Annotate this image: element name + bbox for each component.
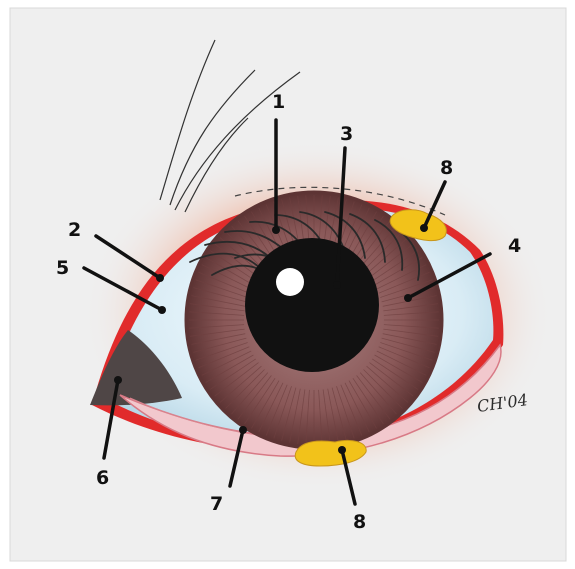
label-8-upper: 8 xyxy=(440,157,453,179)
label-8-lower: 8 xyxy=(353,511,366,533)
label-3: 3 xyxy=(340,123,353,145)
label-6: 6 xyxy=(96,467,109,489)
label-5: 5 xyxy=(56,257,69,279)
label-4: 4 xyxy=(508,235,521,257)
label-2: 2 xyxy=(68,219,81,241)
pupil xyxy=(245,238,379,372)
label-7: 7 xyxy=(210,493,223,515)
label-1: 1 xyxy=(272,91,285,113)
pupil-highlight xyxy=(276,268,304,296)
